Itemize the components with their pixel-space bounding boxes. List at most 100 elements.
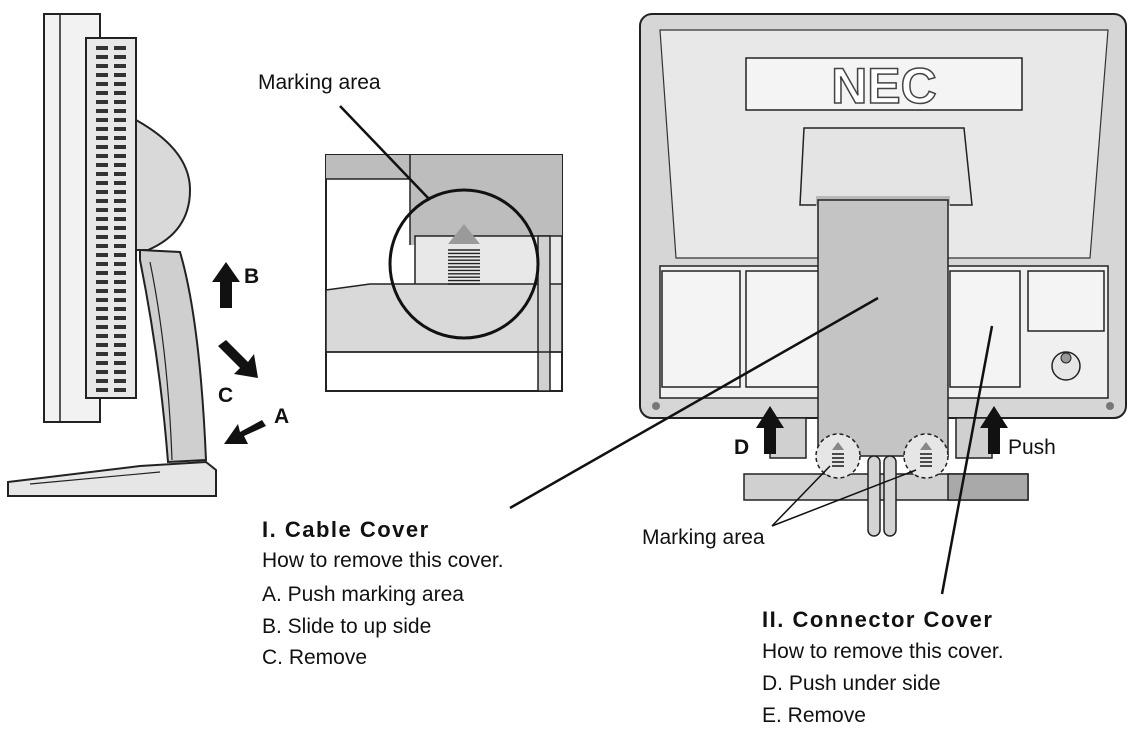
arrow-c-down (218, 340, 258, 378)
marking-area-inset (325, 105, 563, 392)
vent-slot (114, 388, 126, 392)
arrow-d-push (756, 406, 784, 454)
push-label: Push (1008, 436, 1056, 459)
arrow-a-push (224, 420, 266, 444)
vent-slot (96, 226, 108, 230)
vent-slot (114, 361, 126, 365)
vent-slot (114, 343, 126, 347)
cable-cover-step-b: B. Slide to up side (262, 615, 432, 638)
vent-slot (114, 73, 126, 77)
vent-slot (96, 109, 108, 113)
vent-slot (114, 199, 126, 203)
port-4 (1027, 270, 1105, 332)
arrow-d-label: D (734, 436, 750, 459)
vent-slot (96, 82, 108, 86)
cable-cover-title: I. Cable Cover (262, 517, 430, 542)
vent-slot (96, 253, 108, 257)
vent-slot (96, 163, 108, 167)
lock-slot (1051, 351, 1081, 381)
vent-slot (114, 145, 126, 149)
vent-slot (96, 343, 108, 347)
rear-view-monitor: NEC (509, 13, 1127, 595)
vent-slot (96, 280, 108, 284)
inset-marking-triangle (448, 224, 480, 244)
connector-cover-step-d: D. Push under side (762, 672, 941, 695)
vent-slot (114, 118, 126, 122)
vent-slot (96, 136, 108, 140)
rear-marking-lines (832, 453, 932, 467)
vent-slot (114, 172, 126, 176)
vent-slot (96, 73, 108, 77)
port-1 (661, 270, 741, 388)
arrow-c-label: C (218, 384, 234, 407)
vent-slot (114, 181, 126, 185)
marking-area-right-circle (903, 433, 949, 479)
vent-slot (96, 388, 108, 392)
vent-slot (96, 55, 108, 59)
marking-area-label-bottom: Marking area (642, 526, 765, 549)
vent-slot (114, 91, 126, 95)
vent-slot (96, 64, 108, 68)
vent-slot (96, 334, 108, 338)
vent-slot (96, 118, 108, 122)
side-rear-bulge (135, 118, 192, 251)
vent-slot (96, 244, 108, 248)
vent-slot (114, 379, 126, 383)
vent-slot (114, 244, 126, 248)
vent-slot (114, 100, 126, 104)
vent-slot (96, 217, 108, 221)
marking-area-leader-right (771, 469, 917, 527)
vent-slot (96, 100, 108, 104)
inset-cover (325, 283, 563, 353)
vent-slot (96, 91, 108, 95)
vent-slot (114, 370, 126, 374)
vent-slot (96, 190, 108, 194)
vent-slot (114, 298, 126, 302)
vent-slot (96, 298, 108, 302)
port-2 (745, 270, 823, 388)
vent-slot (114, 82, 126, 86)
arrow-b-label: B (244, 265, 260, 288)
side-view-monitor (7, 13, 266, 497)
arrow-a-label: A (274, 405, 290, 428)
vent-slot (96, 271, 108, 275)
logo-plate (745, 57, 1023, 111)
vent-slot (114, 352, 126, 356)
connector-cover-step-e: E. Remove (762, 704, 866, 727)
vent-slot (96, 199, 108, 203)
vent-slot (114, 226, 126, 230)
vent-slot (114, 136, 126, 140)
rear-stand-neck (799, 127, 973, 206)
vent-slot (114, 253, 126, 257)
vent-slot (114, 235, 126, 239)
nec-logo: NEC (831, 58, 937, 114)
vent-slot (114, 46, 126, 50)
inset-top-block (410, 155, 562, 245)
vent-slot (96, 361, 108, 365)
cable-cover-subtitle: How to remove this cover. (262, 549, 504, 572)
arrow-push (980, 406, 1008, 454)
vent-slot (96, 262, 108, 266)
side-stand-neck (139, 248, 208, 464)
vent-slot (96, 316, 108, 320)
vent-slot (96, 145, 108, 149)
vent-slot (96, 208, 108, 212)
vent-slot (96, 379, 108, 383)
inset-highlight-circle (388, 188, 540, 340)
vent-slot (114, 208, 126, 212)
connector-cover-title: II. Connector Cover (762, 607, 994, 632)
connector-cover-subtitle: How to remove this cover. (762, 640, 1004, 663)
connector-cover-leader (940, 325, 994, 595)
vent-slot (114, 55, 126, 59)
vent-slot (114, 271, 126, 275)
vent-slot (114, 154, 126, 158)
vent-slot (96, 235, 108, 239)
vent-slot (114, 190, 126, 194)
vent-slot (96, 172, 108, 176)
cable-left (867, 455, 881, 537)
vent-slot (114, 316, 126, 320)
cable-right (883, 455, 897, 537)
cable-cover-step-c: C. Remove (262, 646, 368, 669)
